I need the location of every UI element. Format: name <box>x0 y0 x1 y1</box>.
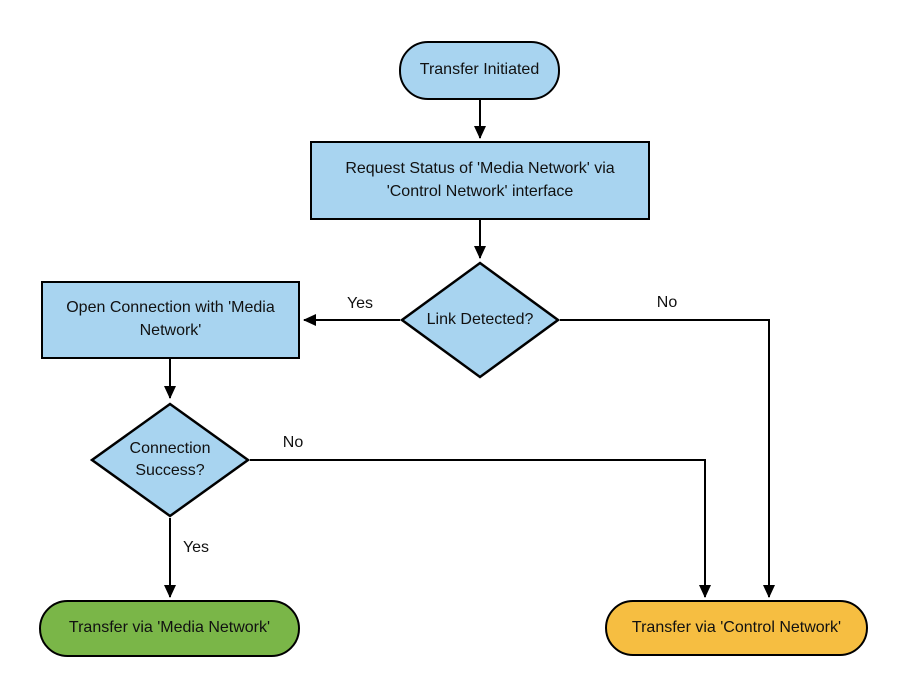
node-transfer-initiated-label: Transfer Initiated <box>419 61 540 79</box>
node-transfer-initiated: Transfer Initiated <box>399 41 560 100</box>
node-request-status-label: Request Status of 'Media Network' via 'C… <box>345 159 615 200</box>
edge-label-link-detected-no: No <box>653 294 681 312</box>
node-connection-success-label: Connection Success? <box>129 440 211 479</box>
edge-label-connection-success-no: No <box>279 434 307 452</box>
node-transfer-media: Transfer via 'Media Network' <box>39 600 300 657</box>
edge-label-connection-success-yes: Yes <box>179 539 213 557</box>
edge-label-link-detected-yes: Yes <box>343 295 377 313</box>
edge-link-detected-no-to-transfer-control <box>560 319 775 598</box>
node-open-connection: Open Connection with 'Media Network' <box>41 281 300 359</box>
node-transfer-media-label: Transfer via 'Media Network' <box>68 619 271 637</box>
node-request-status: Request Status of 'Media Network' via 'C… <box>310 141 650 220</box>
node-transfer-control: Transfer via 'Control Network' <box>605 600 868 656</box>
node-connection-success: Connection Success? <box>90 402 250 518</box>
node-link-detected-label: Link Detected? <box>426 311 534 329</box>
decision-diamond-shape <box>400 261 560 379</box>
node-link-detected: Link Detected? <box>400 261 560 379</box>
edge-connection-success-no-to-transfer-control <box>250 459 711 598</box>
decision-diamond-shape <box>90 402 250 518</box>
node-transfer-control-label: Transfer via 'Control Network' <box>631 618 842 636</box>
node-open-connection-label: Open Connection with 'Media Network' <box>66 299 275 339</box>
